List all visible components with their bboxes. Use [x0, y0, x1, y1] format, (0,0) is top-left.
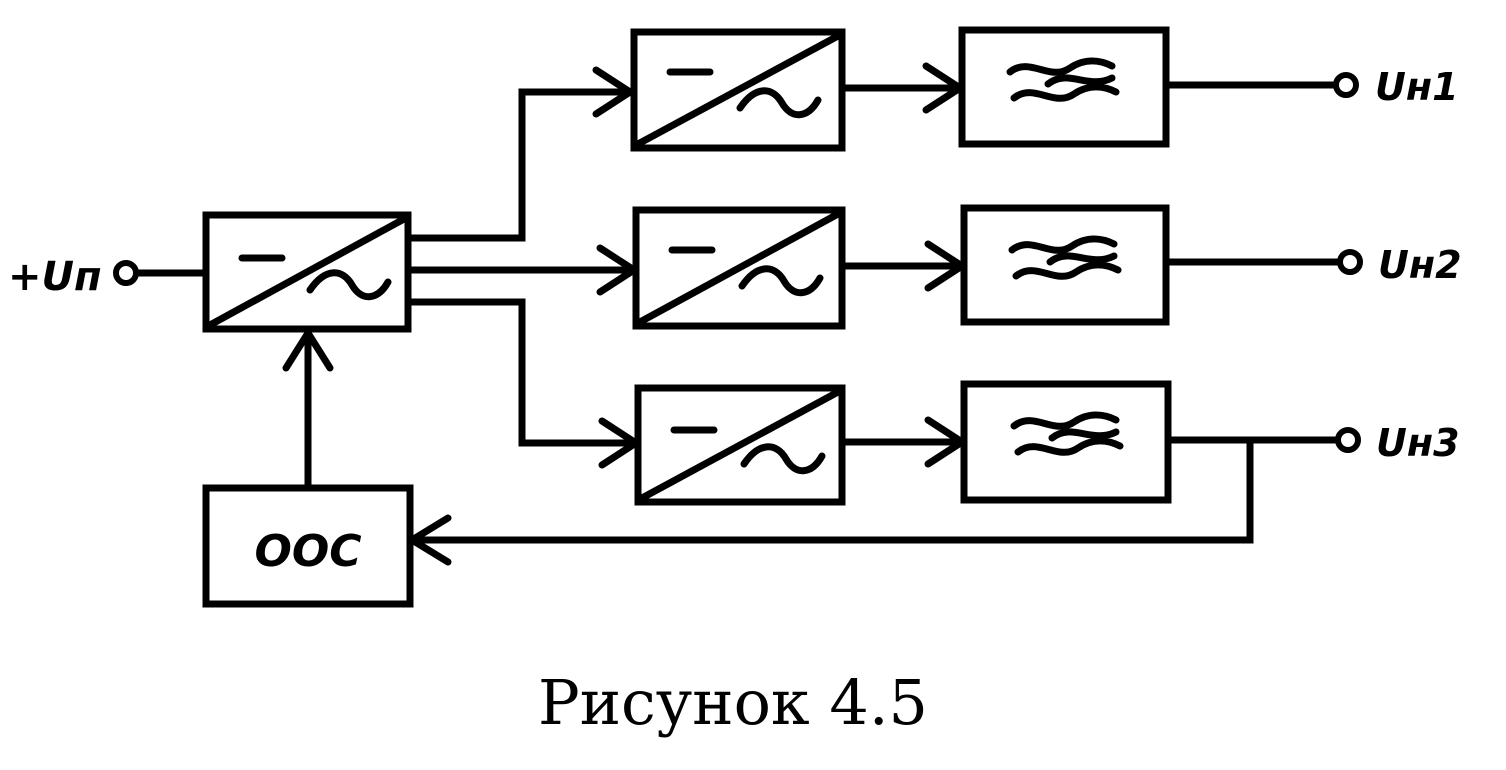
output-voltage-label-2: Uн2: [1378, 243, 1462, 287]
filter-block-2: [960, 204, 1170, 326]
filter-wave-icon: [1046, 252, 1118, 266]
inverter-diagonal-icon: [634, 32, 842, 148]
ac-wave-icon: [738, 265, 824, 297]
filter-wave-icon: [1014, 437, 1124, 456]
input-terminal: [113, 260, 139, 286]
inverter-diagonal-icon: [636, 210, 842, 326]
inverter-diagonal-icon: [206, 215, 408, 329]
filter-wave-icon: [1006, 57, 1116, 76]
branch-wire-3: [408, 298, 636, 447]
inverter-block-3: [634, 384, 846, 506]
filter-wave-icon: [1010, 83, 1120, 102]
filter-wave-icon: [1044, 74, 1116, 88]
filter-block-3: [960, 380, 1172, 504]
filter-block-1: [958, 26, 1170, 148]
branch-wire-1: [408, 88, 630, 242]
inverter-diagonal-icon: [638, 388, 842, 502]
figure-caption: Рисунок 4.5: [538, 666, 928, 739]
ac-wave-icon: [736, 87, 822, 119]
feedback-block-label: ООС: [254, 526, 361, 577]
feedback-block: ООС: [202, 484, 414, 608]
output-terminal-1: [1333, 72, 1359, 98]
output-terminal-3: [1335, 427, 1361, 453]
arrow-to-main-inverter: [282, 329, 334, 372]
filter-wave-icon: [1012, 261, 1122, 280]
filter-wave-icon: [1008, 235, 1118, 254]
inverter-block-2: [632, 206, 846, 330]
ac-wave-icon: [740, 443, 826, 475]
feedback-wire: [412, 440, 1254, 544]
arrow-to-inverter-1: [592, 66, 634, 118]
input-voltage-label: +Uп: [8, 254, 102, 300]
output-voltage-label-1: Uн1: [1375, 65, 1459, 109]
filter-wave-icon: [1048, 428, 1120, 442]
ac-wave-icon: [306, 269, 392, 301]
output-voltage-label-3: Uн3: [1376, 421, 1460, 465]
main-inverter-block: [202, 211, 412, 333]
output-terminal-2: [1337, 249, 1363, 275]
filter-wave-icon: [1010, 411, 1120, 430]
inverter-block-1: [630, 28, 846, 152]
